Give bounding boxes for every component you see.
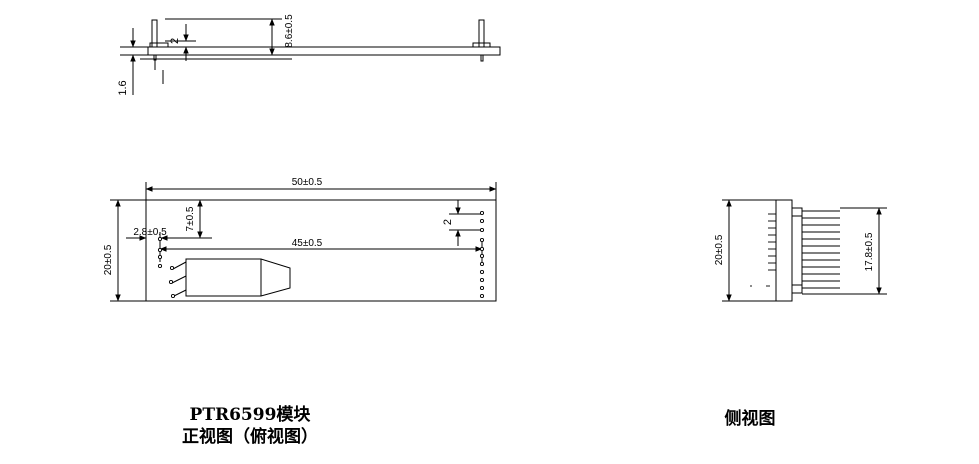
top-section-view	[120, 18, 501, 95]
right-pin-pitch-label: 2	[442, 219, 454, 225]
pin-row-spacing-label: 45±0.5	[292, 238, 323, 249]
side-view	[722, 199, 887, 302]
side-width-label: 20±0.5	[714, 234, 725, 265]
board-width-label: 20±0.5	[103, 244, 114, 275]
front-view	[110, 182, 497, 302]
top-pin-offset-label: 7±0.5	[185, 206, 196, 231]
board-outline	[145, 199, 497, 302]
board-thickness-label: 1.6	[117, 80, 129, 95]
component-body	[185, 258, 291, 297]
module-name: PTR6599模块	[189, 405, 311, 425]
pin-holes	[157, 210, 485, 299]
front-view-caption: PTR6599模块 正视图（俯视图）	[150, 404, 350, 448]
pin-height-label: 8.6±0.5	[284, 14, 295, 48]
board-length-label: 50±0.5	[292, 177, 323, 188]
side-pin-span-label: 17.8±0.5	[864, 232, 875, 271]
side-view-caption: 侧视图	[724, 409, 776, 429]
pin-offset-label: 2	[169, 38, 181, 44]
side-pins	[750, 210, 840, 295]
view-name: 正视图（俯视图）	[182, 427, 318, 447]
side-body	[775, 199, 793, 302]
left-pin-inset-label: 2.8±0.5	[133, 227, 167, 238]
